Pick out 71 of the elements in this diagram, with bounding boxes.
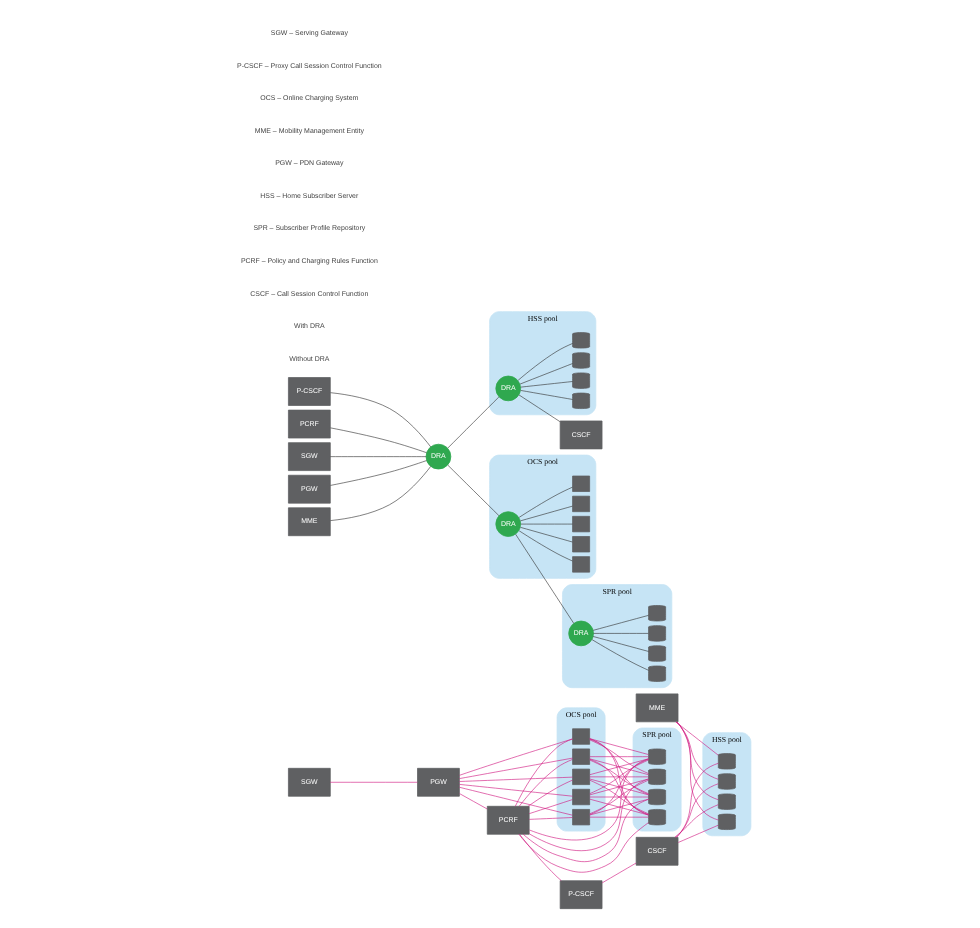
connector	[589, 816, 649, 818]
connector	[459, 738, 573, 776]
connector	[593, 633, 649, 634]
connector	[675, 783, 719, 838]
connector	[528, 799, 573, 814]
node-box	[572, 475, 590, 492]
connector	[676, 721, 719, 780]
connector	[520, 523, 573, 525]
node-box	[572, 768, 590, 785]
connector	[589, 778, 649, 796]
connector	[518, 822, 649, 873]
connector	[515, 738, 573, 807]
connector	[517, 343, 573, 381]
connector	[676, 721, 719, 800]
connector	[589, 758, 649, 815]
connector	[589, 776, 649, 778]
connector	[518, 530, 573, 562]
node-box	[572, 556, 590, 573]
connector	[601, 862, 637, 884]
connector	[459, 786, 573, 816]
connector	[589, 738, 649, 795]
connector	[589, 739, 649, 774]
connector	[589, 756, 649, 757]
connector	[518, 759, 573, 807]
connector	[459, 757, 573, 779]
connector	[529, 758, 649, 841]
connector	[520, 381, 573, 388]
connector	[676, 763, 719, 838]
connector	[589, 798, 649, 816]
connector	[330, 781, 418, 783]
connector	[330, 427, 427, 453]
connector	[676, 721, 719, 821]
connector	[589, 779, 649, 815]
connector	[589, 759, 649, 794]
node-box	[572, 748, 590, 765]
node-box	[572, 809, 590, 826]
connector	[589, 758, 649, 775]
connector	[459, 784, 573, 797]
connector	[528, 817, 573, 820]
connector	[459, 793, 488, 810]
connector	[520, 390, 573, 400]
node-box	[572, 515, 590, 533]
connector	[519, 833, 562, 881]
connector	[518, 394, 561, 422]
connector	[527, 779, 573, 807]
connector	[589, 738, 649, 755]
connector	[518, 486, 573, 518]
connector	[330, 456, 427, 457]
node-box	[572, 788, 590, 806]
connector	[330, 460, 427, 486]
connector	[330, 466, 431, 521]
node-box	[572, 495, 590, 513]
connector	[678, 824, 719, 843]
node-box	[572, 728, 590, 745]
connector	[589, 738, 649, 816]
connector	[675, 721, 719, 756]
connector	[330, 392, 431, 448]
connector	[515, 533, 575, 624]
connector	[520, 527, 573, 543]
connector	[522, 799, 649, 862]
connector	[592, 615, 649, 631]
connector	[459, 776, 573, 782]
connector	[674, 804, 719, 838]
connector	[592, 636, 649, 652]
connector	[528, 778, 649, 851]
connector	[447, 464, 500, 516]
connector	[591, 639, 649, 671]
connector	[519, 363, 573, 385]
node-box	[572, 536, 590, 553]
connector	[520, 505, 573, 522]
connector	[589, 796, 649, 798]
